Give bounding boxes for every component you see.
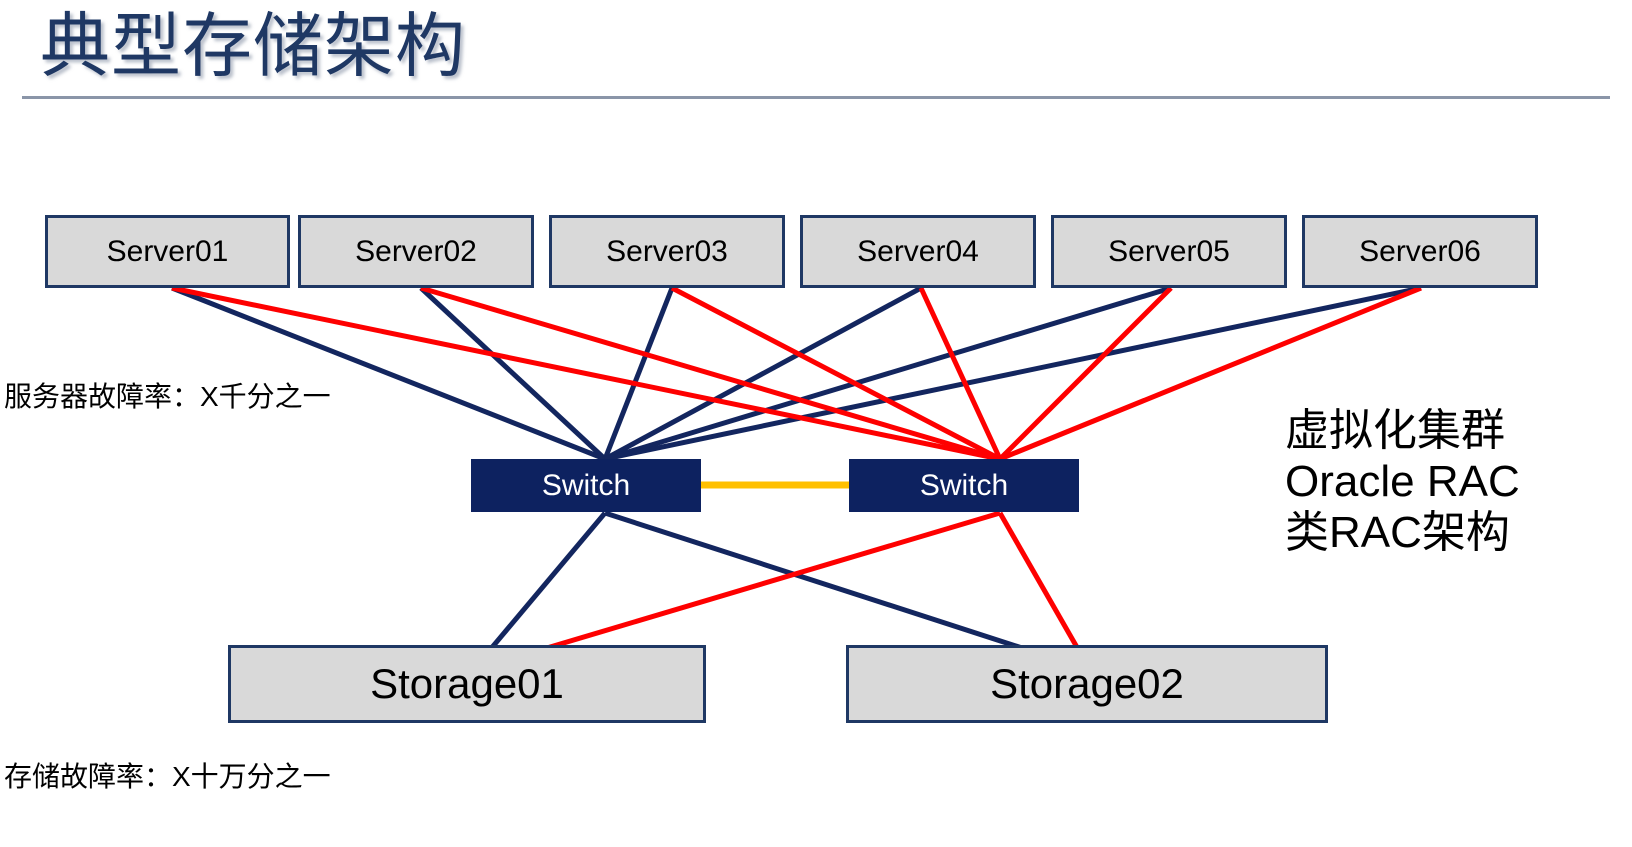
node-switch-01[interactable]: Switch bbox=[471, 459, 701, 512]
note-cluster-architecture: 虚拟化集群 Oracle RAC 类RAC架构 bbox=[1285, 405, 1520, 558]
node-server02[interactable]: Server02 bbox=[298, 215, 534, 288]
note-storage-failure-rate: 存储故障率：X十万分之一 bbox=[4, 761, 331, 792]
node-storage02[interactable]: Storage02 bbox=[846, 645, 1328, 723]
link-server04-switch2 bbox=[918, 286, 1003, 461]
node-server04-label: Server04 bbox=[857, 234, 979, 268]
node-server01[interactable]: Server01 bbox=[45, 215, 290, 288]
title-divider bbox=[22, 96, 1610, 99]
server-to-switch2-links bbox=[171, 285, 1422, 462]
link-server02-switch2 bbox=[420, 285, 1001, 462]
link-server03-switch2 bbox=[670, 285, 1002, 462]
link-switch1-storage02 bbox=[604, 510, 1091, 673]
node-switch-02-label: Switch bbox=[919, 468, 1009, 502]
node-storage01-label: Storage01 bbox=[370, 660, 564, 707]
link-server05-switch2 bbox=[998, 286, 1173, 461]
link-server01-switch1 bbox=[171, 285, 606, 462]
node-switch-02[interactable]: Switch bbox=[849, 459, 1079, 512]
link-switch2-storage02 bbox=[997, 511, 1093, 672]
cluster-note-line1: 虚拟化集群 bbox=[1285, 406, 1505, 455]
link-server04-switch1 bbox=[603, 285, 923, 462]
note-server-failure-rate: 服务器故障率：X千分之一 bbox=[4, 381, 331, 412]
page-title: 典型存储架构 bbox=[40, 7, 466, 85]
link-server01-switch2 bbox=[171, 285, 1001, 462]
node-server06[interactable]: Server06 bbox=[1302, 215, 1538, 288]
node-storage02-label: Storage02 bbox=[990, 660, 1184, 707]
link-switch1-storage01 bbox=[471, 511, 607, 672]
node-server05-label: Server05 bbox=[1108, 234, 1230, 268]
node-server03-label: Server03 bbox=[606, 234, 728, 268]
cluster-note-line3: 类RAC架构 bbox=[1285, 508, 1510, 557]
node-server05[interactable]: Server05 bbox=[1051, 215, 1287, 288]
switch1-to-storage-links bbox=[471, 510, 1091, 673]
switch2-to-storage-links bbox=[472, 510, 1093, 673]
server-to-switch1-links bbox=[171, 285, 1422, 462]
link-switch2-storage01 bbox=[472, 510, 1001, 673]
node-storage01[interactable]: Storage01 bbox=[228, 645, 706, 723]
node-server06-label: Server06 bbox=[1359, 234, 1481, 268]
link-server06-switch2 bbox=[999, 285, 1422, 462]
link-server03-switch1 bbox=[602, 287, 675, 460]
link-server06-switch1 bbox=[604, 285, 1422, 462]
node-server03[interactable]: Server03 bbox=[549, 215, 785, 288]
node-server04[interactable]: Server04 bbox=[800, 215, 1036, 288]
link-server02-switch1 bbox=[419, 286, 607, 461]
cluster-note-line2: Oracle RAC bbox=[1285, 457, 1520, 506]
node-server01-label: Server01 bbox=[106, 234, 229, 268]
link-server05-switch1 bbox=[604, 285, 1172, 462]
node-server02-label: Server02 bbox=[355, 234, 477, 268]
node-switch-01-label: Switch bbox=[541, 468, 631, 502]
